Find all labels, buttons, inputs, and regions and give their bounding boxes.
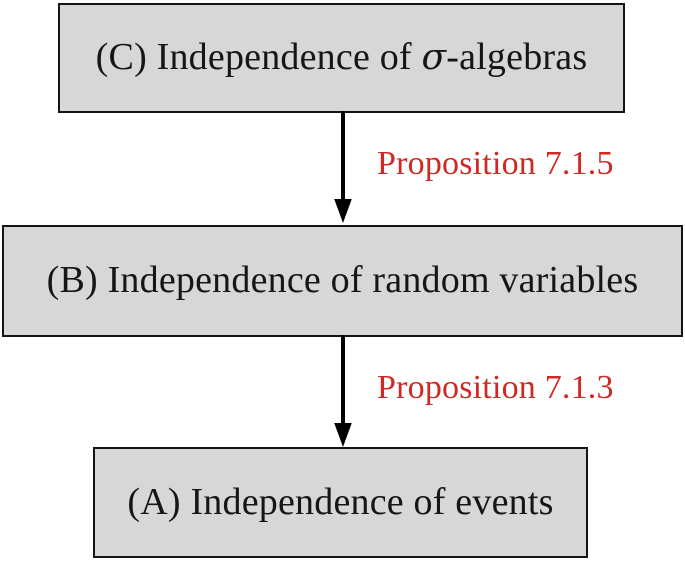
arrow-b-to-a <box>330 335 356 449</box>
arrow-c-to-b <box>330 111 356 225</box>
edge-label-b-to-a: Proposition 7.1.3 <box>377 369 614 406</box>
edge-label-c-to-b: Proposition 7.1.5 <box>377 145 614 182</box>
node-box-c: (C) Independence of σ-algebras <box>58 3 625 113</box>
sigma-symbol: σ <box>421 37 447 78</box>
node-c-text-before: (C) Independence of <box>95 36 422 78</box>
node-box-a: (A) Independence of events <box>93 447 588 558</box>
node-label-c: (C) Independence of σ-algebras <box>96 38 588 78</box>
node-box-b: (B) Independence of random variables <box>2 225 683 337</box>
node-label-a: (A) Independence of events <box>127 480 554 523</box>
node-label-b: (B) Independence of random variables <box>46 259 639 301</box>
node-c-text-after: -algebras <box>446 36 588 78</box>
